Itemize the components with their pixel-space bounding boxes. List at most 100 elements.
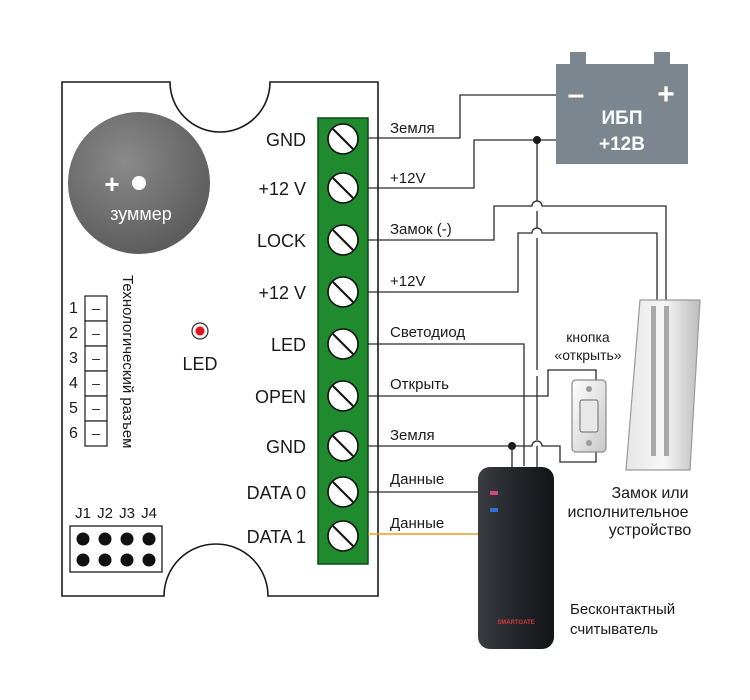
tech-pin-dash: – — [92, 375, 100, 391]
screw-slot — [332, 435, 354, 457]
tech-pin-number: 3 — [69, 350, 78, 367]
tech-pin-dash: – — [92, 400, 100, 416]
screw-slot — [332, 525, 354, 547]
buzzer: + зуммер — [68, 112, 210, 254]
lock-groove-left — [651, 306, 656, 456]
screw-slot — [332, 229, 354, 251]
reader-label-2: считыватель — [570, 621, 658, 638]
lock-groove-right — [664, 306, 669, 456]
screw-slot — [332, 128, 354, 150]
tech-connector: Технологический разъем 1–2–3–4–5–6– — [69, 275, 136, 448]
wire-label: Светодиод — [390, 324, 465, 341]
reader-body — [478, 467, 554, 649]
open-button-device: кнопка «открыть» — [554, 329, 622, 453]
wire-label: Данные — [390, 471, 444, 488]
wire-label: Земля — [390, 427, 435, 444]
screw-slot — [332, 281, 354, 303]
jumper-labels: J1 J2 J3 J4 — [75, 505, 157, 522]
tech-pin-cell — [84, 420, 108, 447]
buzzer-plus-sign: + — [104, 169, 119, 199]
wire-label: Замок (-) — [390, 221, 452, 238]
wire-12v-ups — [368, 139, 556, 189]
jumper-pin — [142, 532, 156, 546]
jumper-label: J4 — [141, 505, 157, 522]
screw-slot — [332, 177, 354, 199]
screw-slot — [332, 481, 354, 503]
led-label: LED — [182, 354, 217, 374]
terminal-label: LOCK — [257, 231, 306, 251]
tech-connector-pins: 1–2–3–4–5–6– — [69, 295, 108, 447]
jumper-pins — [76, 532, 156, 567]
terminal-label: +12 V — [258, 283, 306, 303]
tech-pin-number: 1 — [69, 300, 78, 317]
ups-plus: + — [657, 78, 675, 111]
led-red-core — [195, 326, 205, 336]
tech-pin-number: 2 — [69, 325, 78, 342]
jumper-pin — [142, 553, 156, 567]
screw-slot — [332, 333, 354, 355]
buzzer-terminal-dot — [132, 176, 146, 190]
reader-led-blue — [490, 508, 498, 512]
jumper-pin — [120, 532, 134, 546]
tech-pin-dash: – — [92, 325, 100, 341]
terminal-block: GND +12 V LOCK +12 V LED OPEN GND DATA 0 DATA 1 — [247, 117, 369, 565]
wire-12v-lock — [368, 227, 658, 300]
card-reader: SMARTGATE Бесконтактный считыватель — [478, 467, 675, 649]
ups-label: ИБП — [602, 108, 643, 129]
jumper-pin — [98, 532, 112, 546]
jumper-pin — [98, 553, 112, 567]
led-indicator: LED — [182, 322, 218, 374]
tech-pin-dash: – — [92, 300, 100, 316]
lock-label-3: устройство — [609, 522, 692, 539]
terminal-label: DATA 1 — [247, 527, 306, 547]
button-label-2: «открыть» — [554, 347, 621, 363]
lock-label-2: исполнительное — [567, 504, 688, 521]
ups-terminal-right — [654, 52, 670, 66]
jumper-block: J1 J2 J3 J4 — [69, 505, 163, 573]
tech-pin-dash: – — [92, 350, 100, 366]
jumper-pin — [120, 553, 134, 567]
wire-open — [368, 369, 597, 397]
wire-lock — [368, 200, 667, 300]
lock-label-1: Замок или — [611, 485, 688, 502]
reader-led-red — [490, 491, 498, 495]
jumper-pin — [76, 532, 90, 546]
ups-terminal-left — [570, 52, 586, 66]
terminal-label: GND — [266, 437, 306, 457]
terminal-label: +12 V — [258, 179, 306, 199]
wire-label: Открыть — [390, 376, 449, 393]
jumper-label: J1 — [75, 505, 91, 522]
button-screw-top — [586, 386, 592, 392]
screw-slot — [332, 385, 354, 407]
reader-label-1: Бесконтактный — [570, 601, 675, 618]
terminal-label: DATA 0 — [247, 483, 306, 503]
tech-pin-number: 5 — [69, 400, 78, 417]
tech-pin-number: 6 — [69, 425, 78, 442]
button-key — [579, 399, 599, 433]
wire-gnd-ups — [368, 94, 578, 139]
ups-minus: – — [568, 78, 585, 111]
ups-battery: – + ИБП +12В — [556, 52, 688, 164]
terminal-labels: GND +12 V LOCK +12 V LED OPEN GND DATA 0 DATA 1 — [247, 130, 306, 547]
buzzer-label: зуммер — [110, 204, 172, 224]
wire-label: Земля — [390, 120, 435, 137]
wire-label: +12V — [390, 170, 425, 187]
terminal-label: LED — [271, 335, 306, 355]
terminal-label: OPEN — [255, 387, 306, 407]
reader-brand: SMARTGATE — [497, 620, 535, 626]
jumper-label: J3 — [119, 505, 135, 522]
jumper-label: J2 — [97, 505, 113, 522]
lock-body — [625, 299, 701, 471]
button-label-1: кнопка — [566, 329, 610, 345]
wire-label: +12V — [390, 273, 425, 290]
tech-pin-number: 4 — [69, 375, 78, 392]
ups-voltage: +12В — [599, 134, 645, 155]
ups-body — [556, 64, 688, 164]
terminal-screws — [327, 123, 359, 552]
terminal-label: GND — [266, 130, 306, 150]
wire-gnd-lower — [368, 440, 597, 463]
tech-pin-dash: – — [92, 425, 100, 441]
